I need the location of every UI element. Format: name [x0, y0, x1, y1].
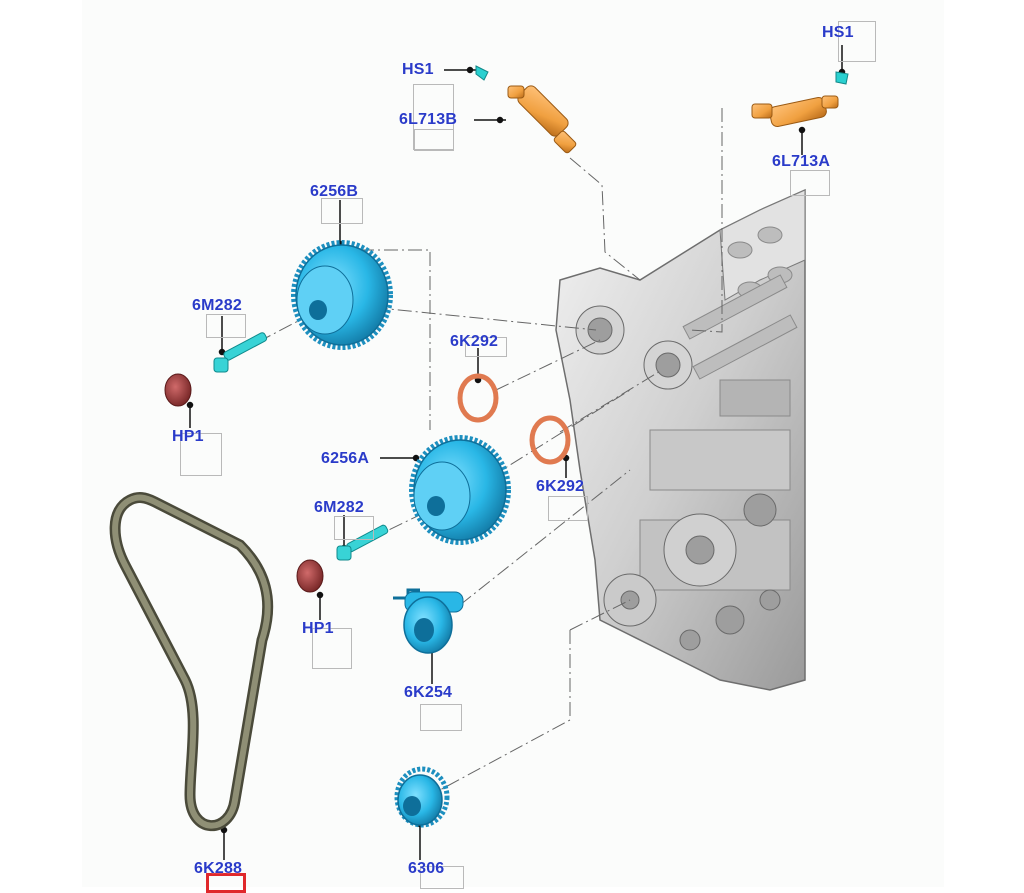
- label-box: [838, 21, 876, 62]
- part-label-6m282-top[interactable]: 6M282: [192, 297, 242, 314]
- part-label-6306[interactable]: 6306: [408, 860, 445, 877]
- label-box: [334, 516, 374, 540]
- label-box: [312, 628, 352, 669]
- label-box: [321, 198, 363, 224]
- label-box: [465, 337, 507, 357]
- crank-sprocket-6306[interactable]: [394, 766, 450, 828]
- timing-belt-6k288[interactable]: [109, 492, 274, 832]
- label-box: [420, 704, 462, 731]
- part-label-hs1-right[interactable]: HS1: [822, 24, 854, 41]
- part-label-6k288[interactable]: 6K288: [194, 860, 243, 877]
- part-label-6k292-bottom[interactable]: 6K292: [536, 478, 585, 495]
- part-label-hs1-left[interactable]: HS1: [402, 61, 434, 78]
- cam-sprocket-6256a[interactable]: [409, 435, 511, 545]
- plug-hp1-bottom[interactable]: [296, 559, 324, 593]
- oil-control-solenoid-6l713b[interactable]: [507, 83, 577, 154]
- bolt-6m282-top[interactable]: [213, 332, 268, 373]
- part-label-hp1-bottom[interactable]: HP1: [302, 620, 334, 637]
- part-label-6m282-bottom[interactable]: 6M282: [314, 499, 364, 516]
- part-label-hp1-top[interactable]: HP1: [172, 428, 204, 445]
- label-box: [180, 433, 222, 476]
- bolt-hs1-left[interactable]: [475, 65, 489, 81]
- engine-block-illustration: [555, 188, 806, 691]
- label-box: [413, 84, 454, 150]
- label-box: [790, 170, 830, 196]
- tensioner-6k254[interactable]: [393, 588, 464, 654]
- label-box: [548, 496, 588, 521]
- oil-control-solenoid-6l713a[interactable]: [751, 95, 839, 128]
- seal-6k292-bottom[interactable]: [529, 415, 571, 465]
- label-box: [414, 129, 454, 151]
- part-label-6l713a[interactable]: 6L713A: [772, 153, 831, 170]
- label-box: [206, 314, 246, 338]
- part-label-6256a[interactable]: 6256A: [321, 450, 370, 467]
- cam-sprocket-6256b[interactable]: [291, 240, 393, 350]
- part-label-6l713b[interactable]: 6L713B: [399, 111, 458, 128]
- bolt-hs1-right[interactable]: [835, 71, 849, 85]
- plug-hp1-top[interactable]: [164, 373, 192, 407]
- part-label-6256b[interactable]: 6256B: [310, 183, 359, 200]
- bolt-6m282-bottom[interactable]: [336, 524, 389, 561]
- seal-6k292-top[interactable]: [457, 373, 499, 423]
- callout-pointers: [186, 45, 846, 860]
- part-label-6k254[interactable]: 6K254: [404, 684, 453, 701]
- part-label-6k292-top[interactable]: 6K292: [450, 333, 499, 350]
